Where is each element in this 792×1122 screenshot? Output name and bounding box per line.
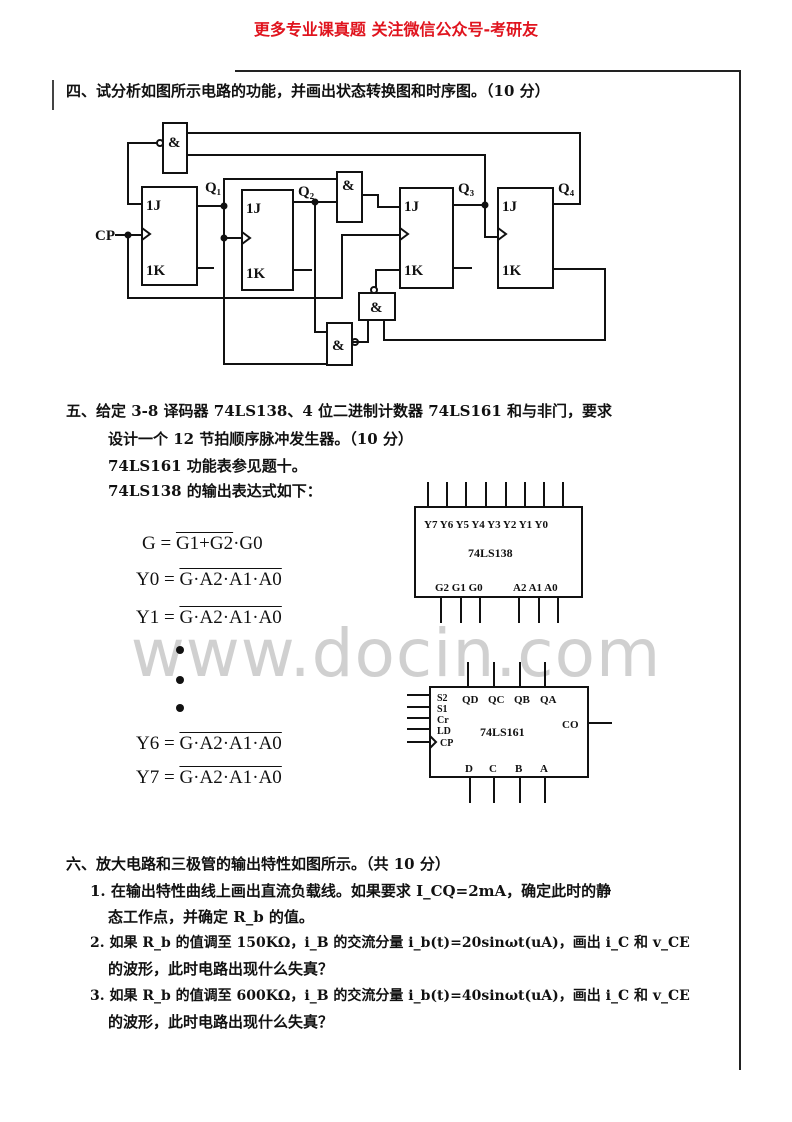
j-label: 1J [246, 201, 262, 217]
ellipsis-dot [176, 704, 184, 712]
eq-y1: Y1 = G·A2·A1·A0 [136, 607, 282, 628]
j-label: 1J [404, 199, 420, 215]
q6-part1a: 1. 在输出特性曲线上画出直流负载线。如果要求 I_CQ=2mA，确定此时的静 [90, 882, 612, 900]
k-label: 1K [146, 263, 166, 279]
border-right [739, 70, 741, 1070]
ellipsis-dot [176, 676, 184, 684]
pin-s2: S2 [437, 693, 448, 704]
q6-part1b: 态工作点，并确定 R_b 的值。 [108, 908, 314, 926]
q2-label: Q₂ [298, 184, 315, 200]
flip-flop-2 [241, 189, 294, 291]
chip-74ls161 [429, 686, 589, 778]
pin-a: A [540, 763, 548, 775]
and-gate-right [358, 292, 396, 321]
q4-circuit: CP Q₁ Q₂ Q₃ Q₄ 1J 1K 1J 1K 1J 1K 1J 1K &… [95, 122, 606, 366]
ellipsis-dot [176, 646, 184, 654]
pin-qb: QB [514, 694, 531, 706]
q6-part2a: 2. 如果 R_b 的值调至 150KΩ，i_B 的交流分量 i_b(t)=20… [90, 935, 690, 951]
q4-title: 四、试分析如图所示电路的功能，并画出状态转换图和时序图。（10 分） [66, 82, 550, 100]
pin-qa: QA [540, 694, 557, 706]
and-gate-mid [336, 171, 363, 223]
pin-ld: LD [437, 726, 451, 737]
and-symbol: & [370, 300, 383, 316]
and-gate-top [162, 122, 188, 174]
pin-d: D [465, 763, 473, 775]
eq-y6: Y6 = G·A2·A1·A0 [136, 733, 282, 754]
pin-cr: Cr [437, 715, 449, 726]
and-symbol: & [168, 135, 181, 151]
q6-title: 六、放大电路和三极管的输出特性如图所示。（共 10 分） [66, 855, 450, 873]
border-top [235, 70, 741, 72]
chip-diagrams: Y7 Y6 Y5 Y4 Y3 Y2 Y1 Y0 74LS138 G2 G1 G0… [407, 482, 612, 803]
and-symbol: & [332, 338, 345, 354]
q5-line1: 五、给定 3-8 译码器 74LS138、4 位二进制计数器 74LS161 和… [66, 402, 613, 420]
q5-line3: 74LS161 功能表参见题十。 [108, 457, 307, 475]
j-label: 1J [146, 198, 162, 214]
q5-line4: 74LS138 的输出表达式如下： [108, 482, 322, 500]
q3-label: Q₃ [458, 181, 475, 197]
chip138-a-inputs: A2 A1 A0 [513, 582, 558, 594]
cp-label: CP [95, 228, 115, 244]
q6-part2b: 的波形，此时电路出现什么失真？ [108, 960, 334, 978]
eq-g: G = G1+G2·G0 [142, 533, 263, 554]
chip138-g-inputs: G2 G1 G0 [435, 582, 483, 594]
chip138-outputs: Y7 Y6 Y5 Y4 Y3 Y2 Y1 Y0 [424, 519, 548, 531]
watermark: www.docin.com [130, 615, 662, 692]
k-label: 1K [246, 266, 266, 282]
j-label: 1J [502, 199, 518, 215]
k-label: 1K [404, 263, 424, 279]
chip-74ls138 [414, 506, 583, 598]
pin-s1: S1 [437, 704, 448, 715]
q6-part3b: 的波形，此时电路出现什么失真？ [108, 1013, 334, 1031]
chip161-name: 74LS161 [480, 725, 525, 739]
q1-label: Q₁ [205, 180, 221, 196]
pin-c: C [489, 763, 497, 775]
pin-co: CO [562, 719, 579, 731]
pin-cp: CP [440, 738, 453, 749]
and-symbol: & [342, 178, 355, 194]
q5-line2: 设计一个 12 节拍顺序脉冲发生器。（10 分） [108, 430, 413, 448]
eq-y7: Y7 = G·A2·A1·A0 [136, 767, 282, 788]
chip138-name: 74LS138 [468, 546, 513, 560]
pin-qc: QC [488, 694, 505, 706]
border-left [52, 80, 54, 110]
q6-part3a: 3. 如果 R_b 的值调至 600KΩ，i_B 的交流分量 i_b(t)=40… [90, 988, 690, 1004]
eq-y0: Y0 = G·A2·A1·A0 [136, 569, 282, 590]
flip-flop-3 [399, 187, 454, 289]
pin-qd: QD [462, 694, 479, 706]
header-banner: 更多专业课真题 关注微信公众号-考研友 [253, 20, 539, 39]
pin-b: B [515, 763, 523, 775]
q4-label: Q₄ [558, 181, 575, 197]
k-label: 1K [502, 263, 522, 279]
